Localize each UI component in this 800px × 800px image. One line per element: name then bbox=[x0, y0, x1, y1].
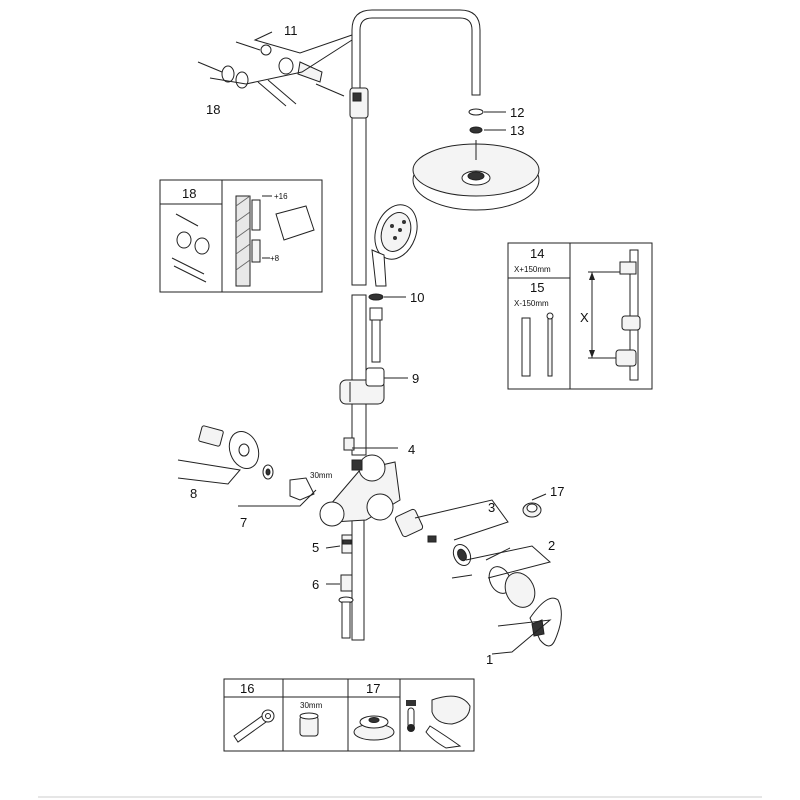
table-col-16: 16 bbox=[240, 681, 254, 696]
callout-numbers: 1 2 3 4 5 6 7 8 9 10 11 12 13 17 18 30mm bbox=[190, 23, 564, 667]
washers-12-13 bbox=[468, 108, 484, 134]
nut-icon bbox=[299, 712, 319, 737]
leader-lines bbox=[177, 31, 552, 655]
callout-13: 13 bbox=[510, 123, 524, 138]
callout-6: 6 bbox=[312, 577, 319, 592]
cap-17 bbox=[522, 502, 542, 518]
callout-9: 9 bbox=[412, 371, 419, 386]
callout-5: 5 bbox=[312, 540, 319, 555]
handle-icon bbox=[425, 695, 471, 749]
nipple-6 bbox=[338, 574, 354, 639]
callout-2: 2 bbox=[548, 538, 555, 553]
inset-14-number: 14 bbox=[530, 246, 544, 261]
dimension-x: X bbox=[580, 310, 589, 325]
table-size-label: 30mm bbox=[300, 701, 323, 710]
callout-10: 10 bbox=[410, 290, 424, 305]
inset-18: 18 +16 +8 bbox=[159, 179, 323, 293]
inset-15-label: X-150mm bbox=[514, 299, 549, 308]
callout-8: 8 bbox=[190, 486, 197, 501]
table-col-17: 17 bbox=[366, 681, 380, 696]
cartridge-assembly bbox=[394, 508, 562, 647]
callout-7: 7 bbox=[240, 515, 247, 530]
inset-15-number: 15 bbox=[530, 280, 544, 295]
callout-11: 11 bbox=[284, 23, 298, 38]
callout-4: 4 bbox=[408, 442, 415, 457]
thermostat-body bbox=[319, 437, 401, 527]
callout-17: 17 bbox=[550, 484, 564, 499]
callout-3: 3 bbox=[488, 500, 495, 515]
inset-14-15: 14 X+150mm 15 X-150mm X bbox=[507, 242, 653, 390]
callout-12: 12 bbox=[510, 105, 524, 120]
fitting-7 bbox=[262, 464, 315, 501]
inset-14-label: X+150mm bbox=[514, 265, 551, 274]
head-shower bbox=[412, 140, 540, 211]
callout-1: 1 bbox=[486, 652, 493, 667]
slider-9 bbox=[339, 367, 385, 405]
bottom-table: 16 17 30mm bbox=[223, 678, 475, 752]
washer-10 bbox=[368, 293, 384, 363]
mounting-kit-11-18 bbox=[197, 41, 345, 107]
check-valve-5 bbox=[341, 534, 353, 554]
inset-18-number: 18 bbox=[182, 186, 196, 201]
thermometer-icon bbox=[406, 700, 416, 732]
cap-icon bbox=[353, 715, 395, 741]
fitting-size-label: 30mm bbox=[310, 471, 333, 480]
inlet-8 bbox=[198, 425, 260, 469]
shower-column bbox=[349, 9, 481, 641]
hand-shower bbox=[371, 204, 418, 287]
callout-18: 18 bbox=[206, 102, 220, 117]
wrench-icon bbox=[233, 709, 275, 743]
inset-18-offset-bottom: +8 bbox=[270, 254, 280, 263]
inset-18-offset-top: +16 bbox=[274, 192, 288, 201]
